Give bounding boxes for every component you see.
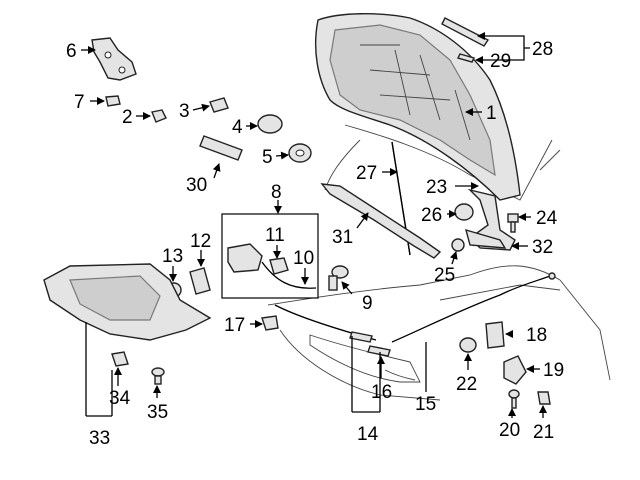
callout-34: 34 (109, 388, 131, 409)
bumper-25 (451, 238, 465, 252)
callout-6: 6 (66, 41, 77, 62)
callout-9: 9 (362, 293, 373, 314)
callout-16: 16 (371, 382, 392, 403)
hood-grommet (288, 143, 312, 163)
callout-35: 35 (147, 402, 168, 423)
callout-28: 28 (532, 39, 553, 60)
callout-12: 12 (190, 231, 211, 252)
bumper-stop-7 (105, 95, 121, 107)
clip-12 (189, 267, 211, 295)
callout-21: 21 (533, 422, 554, 443)
hood-bolt (507, 213, 519, 233)
latch-19 (503, 355, 527, 385)
bumper-stop-2 (151, 109, 167, 123)
hood-weatherstrip (320, 183, 442, 259)
callout-5: 5 (262, 147, 273, 168)
callout-8: 8 (271, 182, 282, 203)
callout-26: 26 (421, 205, 442, 226)
callout-4: 4 (232, 117, 243, 138)
latch-bracket (465, 188, 516, 251)
callout-20: 20 (499, 420, 520, 441)
hood-insulator (43, 263, 212, 341)
callout-24: 24 (536, 208, 558, 229)
callout-2: 2 (122, 107, 133, 128)
bumper-26 (454, 203, 474, 221)
callout-15: 15 (415, 394, 436, 415)
callout-33: 33 (89, 428, 110, 449)
hood-plug (257, 114, 283, 134)
release-cable (274, 272, 556, 343)
release-handle (367, 345, 391, 357)
callout-3: 3 (179, 101, 190, 122)
callout-31: 31 (332, 227, 353, 248)
callout-17: 17 (224, 315, 245, 336)
callout-23: 23 (426, 177, 447, 198)
leader-lines (81, 32, 547, 418)
vehicle-body-outline (267, 124, 611, 401)
callout-labels: 6 7 2 3 4 5 30 1 28 29 27 23 26 24 31 32… (66, 39, 564, 449)
callout-1: 1 (486, 103, 497, 124)
callout-27: 27 (356, 163, 377, 184)
grommet-22 (459, 337, 477, 353)
clip-21 (537, 391, 551, 405)
callout-19: 19 (543, 360, 564, 381)
callout-11: 11 (265, 225, 285, 246)
cable-clip-17 (261, 315, 279, 331)
clip-34 (111, 351, 129, 367)
bumper-stop-3 (209, 97, 229, 113)
seal-strip (199, 135, 243, 161)
callout-22: 22 (456, 374, 477, 395)
callout-10: 10 (293, 248, 314, 269)
callout-13: 13 (162, 246, 183, 267)
hood-hinge (91, 37, 137, 81)
latch-bolt (328, 265, 349, 291)
callout-29: 29 (490, 51, 511, 72)
callout-18: 18 (526, 325, 547, 346)
callout-14: 14 (357, 424, 379, 445)
hood-trim-strip (441, 17, 490, 63)
clip-35 (151, 367, 165, 385)
callout-7: 7 (74, 92, 85, 113)
bolt-20 (508, 389, 520, 409)
callout-25: 25 (434, 265, 455, 286)
callout-30: 30 (186, 175, 207, 196)
bracket-18 (485, 321, 505, 349)
callout-32: 32 (532, 237, 553, 258)
